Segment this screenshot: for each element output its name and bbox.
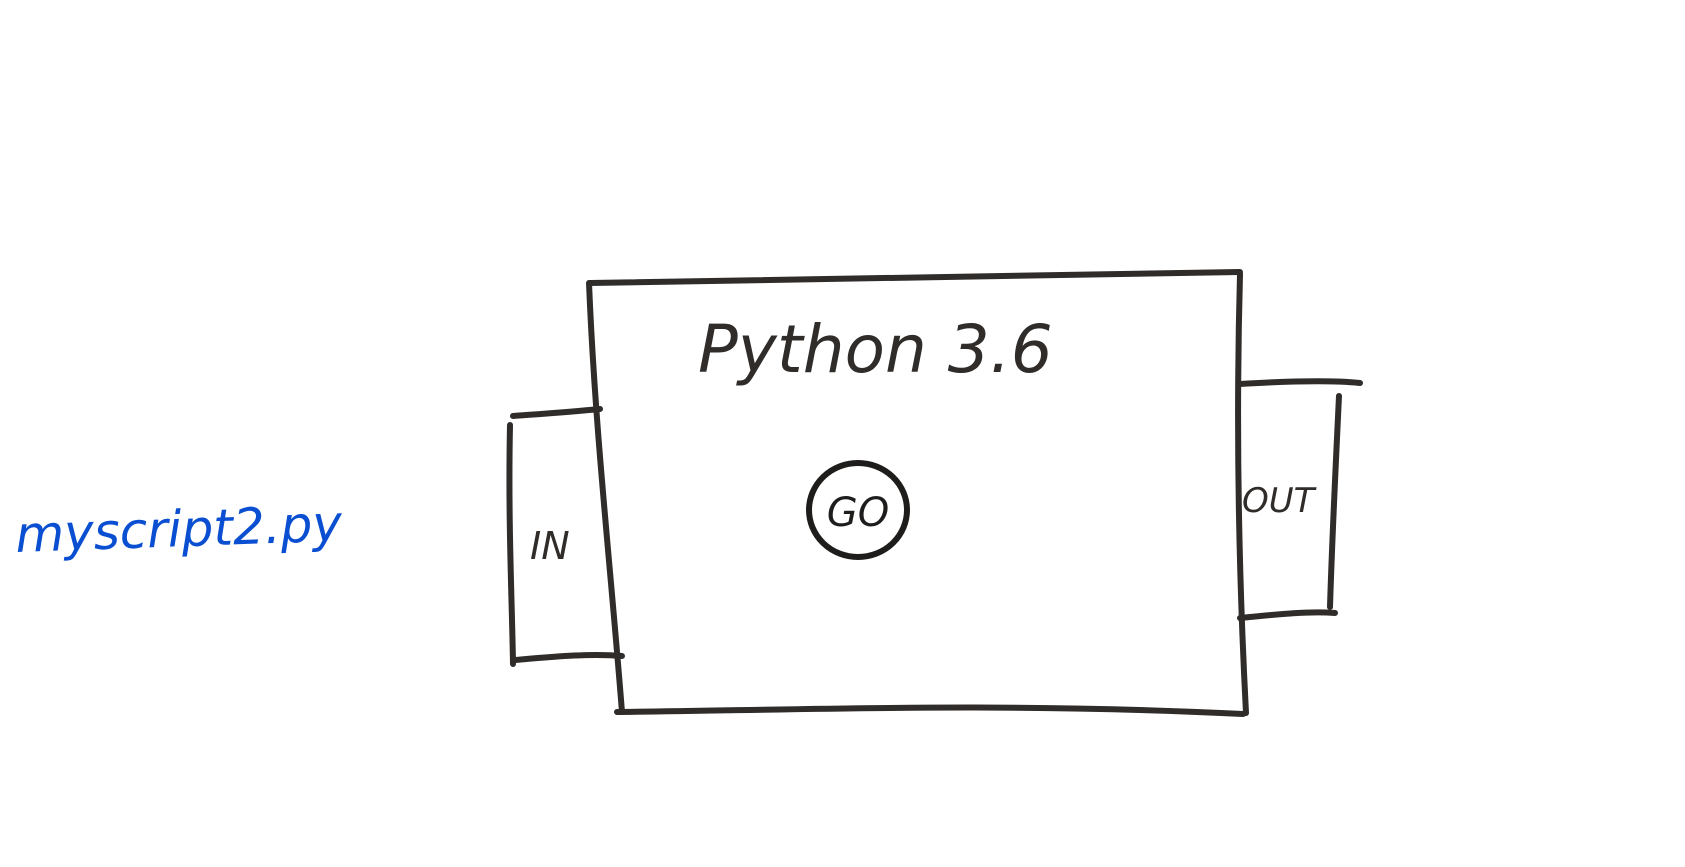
go-button-label: GO — [827, 490, 889, 536]
input-port-label: IN — [530, 524, 570, 568]
python-interpreter-box: Python 3.6 — [586, 269, 1249, 717]
interpreter-title: Python 3.6 — [698, 311, 1053, 388]
go-button[interactable]: GO — [806, 460, 910, 560]
output-port-label: OUT — [1242, 481, 1317, 521]
output-port: OUT — [1237, 378, 1363, 621]
input-port: IN — [506, 406, 625, 667]
go-button-outline — [806, 460, 910, 560]
script-file-label: myscript2.py — [14, 495, 344, 564]
